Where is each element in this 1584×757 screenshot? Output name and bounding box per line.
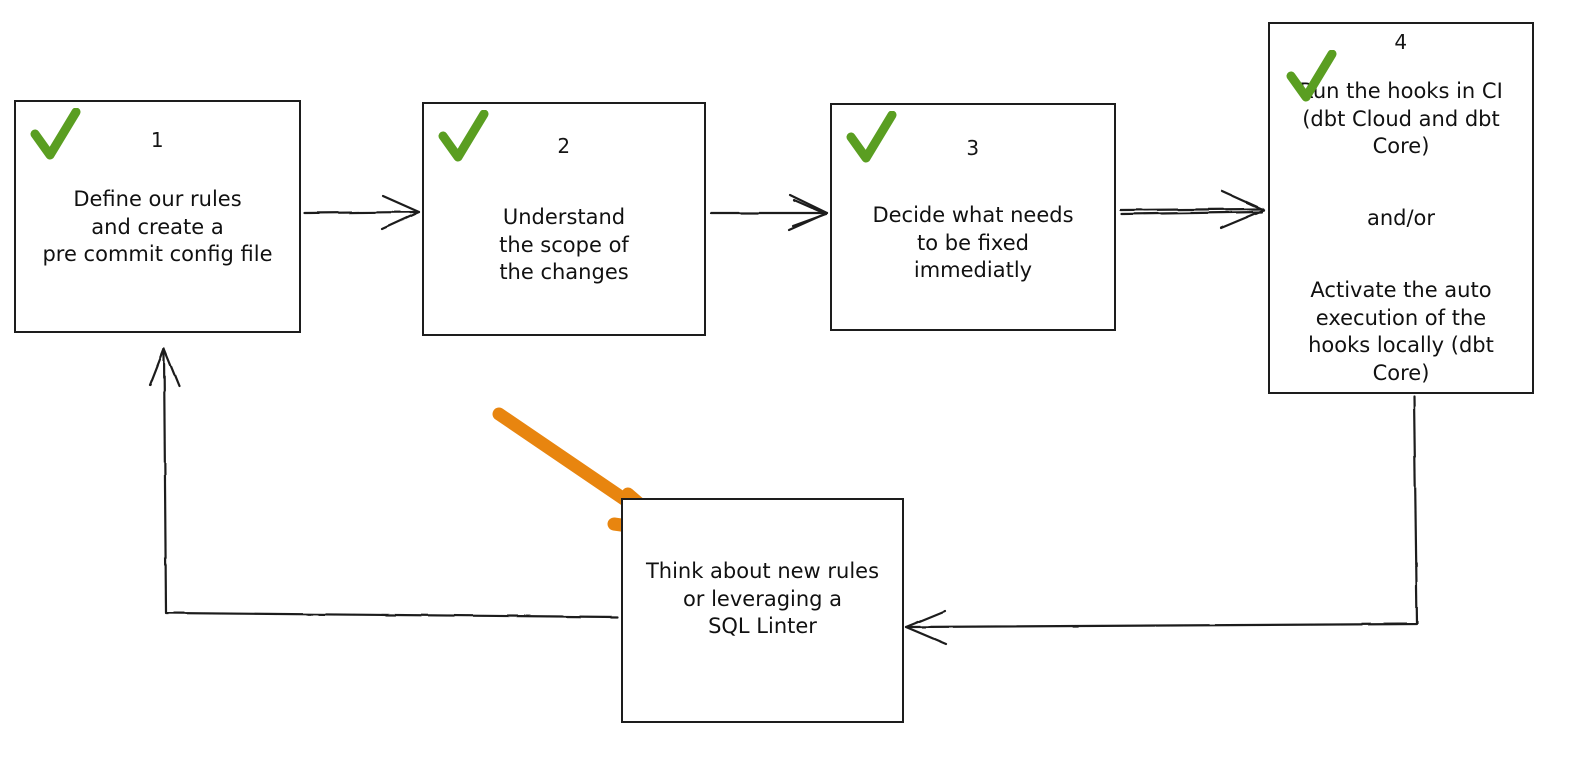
step-number: 2: [557, 134, 571, 158]
step-text: Understand the scope of the changes: [499, 205, 629, 285]
edge-step4-looptask: [904, 395, 1419, 646]
edge-step3-step4: [1119, 189, 1266, 230]
flow-node-loop-task[interactable]: Think about new rules or leveraging a SQ…: [621, 498, 904, 723]
step-text: Decide what needs to be fixed immediatly: [872, 203, 1074, 283]
edge-step2-step3: [709, 193, 829, 232]
flow-node-step-4[interactable]: 4 Run the hooks in CI (dbt Cloud and dbt…: [1268, 22, 1534, 394]
edge-step1-step2: [302, 194, 421, 231]
green-check-icon: [846, 111, 897, 163]
flow-node-step-2[interactable]: 2 Understand the scope of the changes: [422, 102, 706, 336]
edge-looptask-step1: [148, 347, 620, 619]
step-number: 3: [966, 136, 980, 160]
step-text-primary: Run the hooks in CI (dbt Cloud and dbt C…: [1299, 79, 1503, 159]
step-text: Define our rules and create a pre commit…: [42, 187, 273, 267]
green-check-icon: [438, 110, 489, 162]
flow-node-step-1[interactable]: 1 Define our rules and create a pre comm…: [14, 100, 301, 333]
green-check-icon: [30, 108, 81, 160]
step-number: 1: [150, 128, 165, 152]
flow-node-step-3[interactable]: 3 Decide what needs to be fixed immediat…: [830, 103, 1116, 331]
step-text-secondary: Activate the auto execution of the hooks…: [1308, 277, 1494, 386]
step-number: 4: [1394, 30, 1408, 54]
step-text-connector: and/or: [1366, 206, 1436, 231]
step-text: Think about new rules or leveraging a SQ…: [645, 559, 880, 639]
green-check-icon: [1286, 50, 1337, 102]
